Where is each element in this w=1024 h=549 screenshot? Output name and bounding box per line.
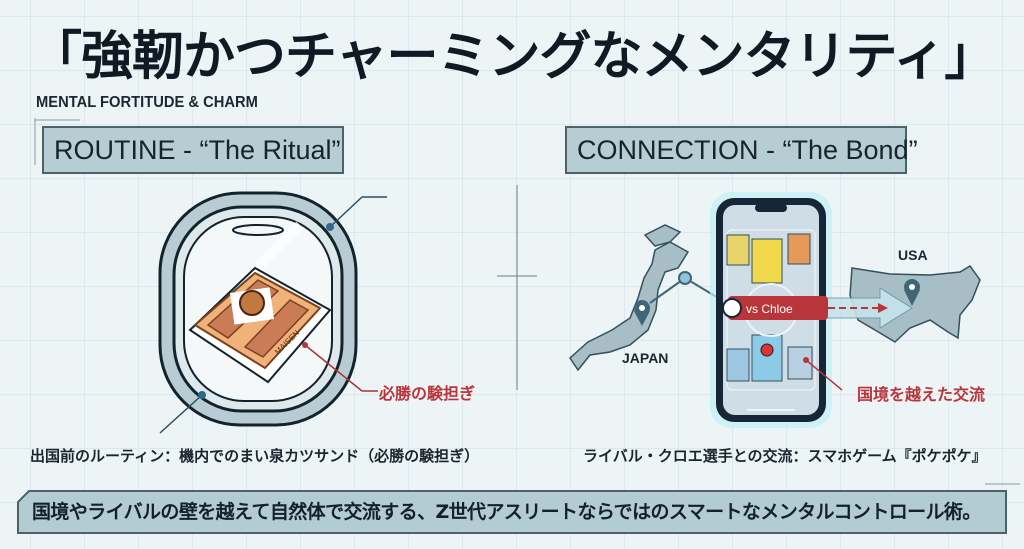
summary-text: 国境やライバルの壁を越えて自然体で交流する、Z世代アスリートならではのスマートな… — [32, 501, 981, 523]
caption-connection: ライバル・クロエ選手との交流：スマホゲーム『ポケポケ』 — [583, 447, 987, 465]
map-pin-icon — [634, 300, 650, 326]
section-label-connection: CONNECTION - “The Bond” — [565, 126, 918, 174]
match-label: vs Chloe — [746, 302, 793, 316]
callout-cross-border: 国境を越えた交流 — [857, 385, 986, 404]
user-avatar-icon — [722, 298, 742, 318]
game-cards — [726, 233, 813, 382]
label-japan: JAPAN — [622, 350, 668, 366]
vs-chloe-badge — [728, 296, 828, 320]
page-title: 「強靭かつチャーミングなメンタリティ」 — [30, 27, 996, 87]
connection-illustration: JAPAN USA vs Chloe — [569, 192, 981, 428]
caption-routine: 出国前のルーティン：機内でのまい泉カツサンド（必勝の験担ぎ） — [30, 447, 480, 465]
label-usa: USA — [898, 247, 928, 263]
page-subtitle: MENTAL FORTITUDE & CHARM — [36, 94, 258, 111]
katsu-sandwich-box: MAISEN — [188, 266, 332, 384]
maisen-logo — [239, 290, 265, 316]
map-pin-icon — [904, 279, 920, 306]
window-shade-handle — [232, 224, 284, 236]
section-label-routine: ROUTINE - “The Ritual” — [42, 126, 344, 174]
japan-map — [569, 241, 690, 372]
airplane-window-illustration: MAISEN — [158, 191, 387, 434]
callout-lucky-charm: 必勝の験担ぎ — [379, 384, 476, 403]
summary-banner — [17, 490, 1007, 534]
